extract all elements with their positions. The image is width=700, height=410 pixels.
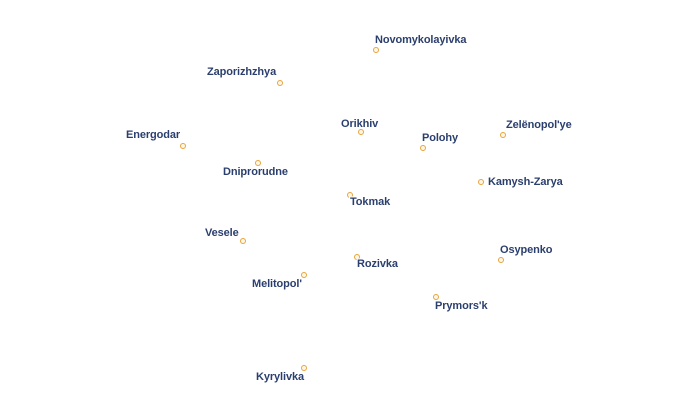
place-label: Tokmak <box>350 196 391 208</box>
place-marker[interactable] <box>478 179 484 185</box>
place-label: Energodar <box>126 129 181 141</box>
place-label: Melitopol' <box>252 278 302 290</box>
place-label: Rozivka <box>357 258 398 270</box>
place-label: Zaporizhzhya <box>207 66 277 78</box>
place-marker[interactable] <box>180 143 186 149</box>
place-marker[interactable] <box>301 365 307 371</box>
place-marker[interactable] <box>500 132 506 138</box>
place-label: Kyrylivka <box>256 371 305 383</box>
place-label: Vesele <box>205 227 239 239</box>
place-marker[interactable] <box>255 160 261 166</box>
place-marker[interactable] <box>433 294 439 300</box>
place-marker[interactable] <box>354 254 360 260</box>
place-marker[interactable] <box>420 145 426 151</box>
place-label: Kamysh-Zarya <box>488 176 563 188</box>
place-label: Osypenko <box>500 244 553 256</box>
place-label: Polohy <box>422 132 459 144</box>
place-marker[interactable] <box>347 192 353 198</box>
place-marker[interactable] <box>373 47 379 53</box>
place-marker[interactable] <box>240 238 246 244</box>
place-marker[interactable] <box>301 272 307 278</box>
place-marker[interactable] <box>498 257 504 263</box>
place-label: Dniprorudne <box>223 166 288 178</box>
place-label: Orikhiv <box>341 118 379 130</box>
place-label: Novomykolayivka <box>375 34 467 46</box>
place-label: Prymors'k <box>435 300 488 312</box>
place-label: Zelënopol'ye <box>506 119 572 131</box>
place-marker[interactable] <box>277 80 283 86</box>
place-marker[interactable] <box>358 129 364 135</box>
